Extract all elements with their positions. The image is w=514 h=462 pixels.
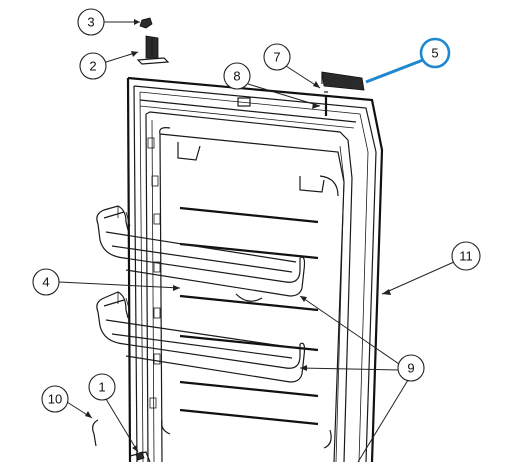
callout-4: 4 — [32, 268, 181, 296]
callout-7-label: 7 — [273, 50, 280, 65]
bottom-hinge-part — [129, 451, 151, 462]
callout-3-label: 3 — [87, 15, 94, 30]
callout-9-label: 9 — [407, 361, 414, 376]
callout-11-label: 11 — [459, 249, 473, 264]
callout-10-label: 10 — [48, 392, 62, 407]
pivot-pin-part — [324, 91, 328, 116]
callout-11: 11 — [381, 241, 481, 295]
callout-2: 2 — [79, 51, 139, 80]
hinge-screw-part — [139, 17, 153, 29]
callout-3: 3 — [77, 8, 140, 36]
callout-10: 10 — [41, 385, 93, 419]
callout-8: 8 — [223, 62, 321, 109]
callout-4-label: 4 — [42, 275, 49, 290]
callout-5: 5 — [365, 37, 451, 84]
inner-liner — [147, 127, 345, 462]
callout-9: 9 — [299, 295, 425, 462]
callout-8-label: 8 — [233, 69, 240, 84]
door-stop-part — [92, 419, 99, 447]
door-frame — [126, 76, 384, 462]
callout-1-label: 1 — [98, 380, 105, 395]
door-shelf-upper — [96, 205, 306, 297]
callout-7: 7 — [263, 43, 321, 89]
top-hinge-part — [136, 35, 170, 65]
callout-1: 1 — [88, 373, 139, 453]
handle-cap-part — [321, 71, 365, 91]
callout-2-label: 2 — [89, 59, 96, 74]
callout-5-label: 5 — [431, 46, 438, 61]
door-shelf-lower — [96, 291, 306, 383]
